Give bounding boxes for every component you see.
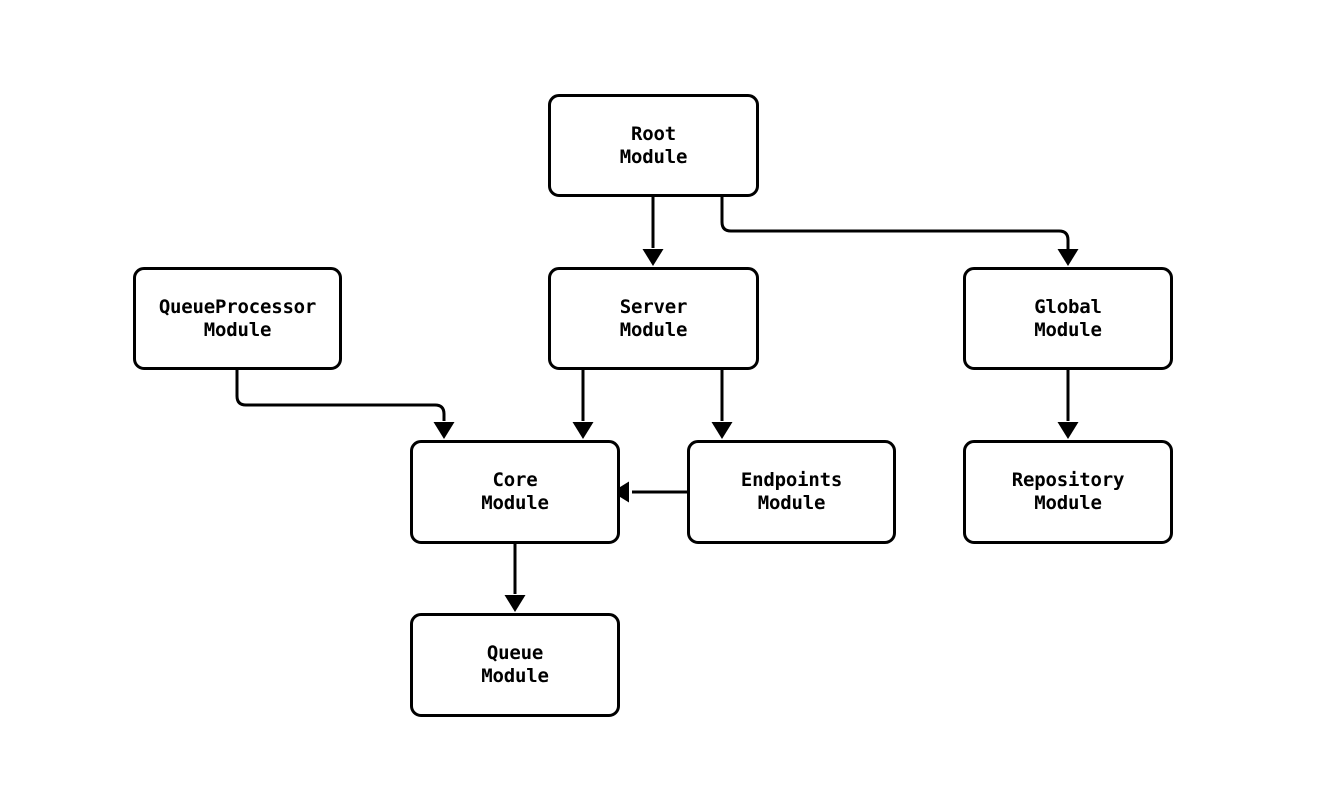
arrowhead-server-core (572, 422, 594, 439)
node-label-primary: Repository (1011, 469, 1125, 491)
node-label-primary: Root (631, 122, 676, 145)
node-label-secondary: Module (619, 145, 688, 168)
node-label-secondary: Module (1034, 318, 1102, 341)
arrowhead-global-repository (1057, 422, 1079, 439)
node-label-secondary: Module (757, 492, 826, 514)
arrowhead-core-queue (504, 595, 526, 612)
arrow-heads (433, 249, 1079, 612)
node-label-primary: Global (1034, 295, 1102, 318)
arrowhead-root-global (1057, 249, 1079, 266)
node-label-secondary: Module (1034, 492, 1102, 514)
node-label-secondary: Module (619, 318, 688, 341)
edge-paths (235, 197, 1070, 594)
edge-root-global (720, 197, 1070, 249)
arrowhead-server-endpoints (711, 422, 733, 439)
node-label-primary: Endpoints (740, 469, 843, 491)
node-label-secondary: Module (203, 318, 272, 341)
node-label-secondary: Module (481, 492, 549, 514)
node-label-secondary: Module (481, 665, 549, 687)
edge-queueprocessor-core (235, 370, 446, 421)
arrowhead-queueprocessor-core (433, 422, 455, 439)
node-label-primary: Core (492, 469, 538, 491)
node-label-primary: Server (619, 295, 688, 318)
node-label-primary: QueueProcessor (158, 295, 317, 318)
node-label-primary: Queue (486, 642, 544, 664)
arrowhead-root-server (642, 249, 664, 266)
arrowhead-endpoints-core (612, 481, 629, 503)
